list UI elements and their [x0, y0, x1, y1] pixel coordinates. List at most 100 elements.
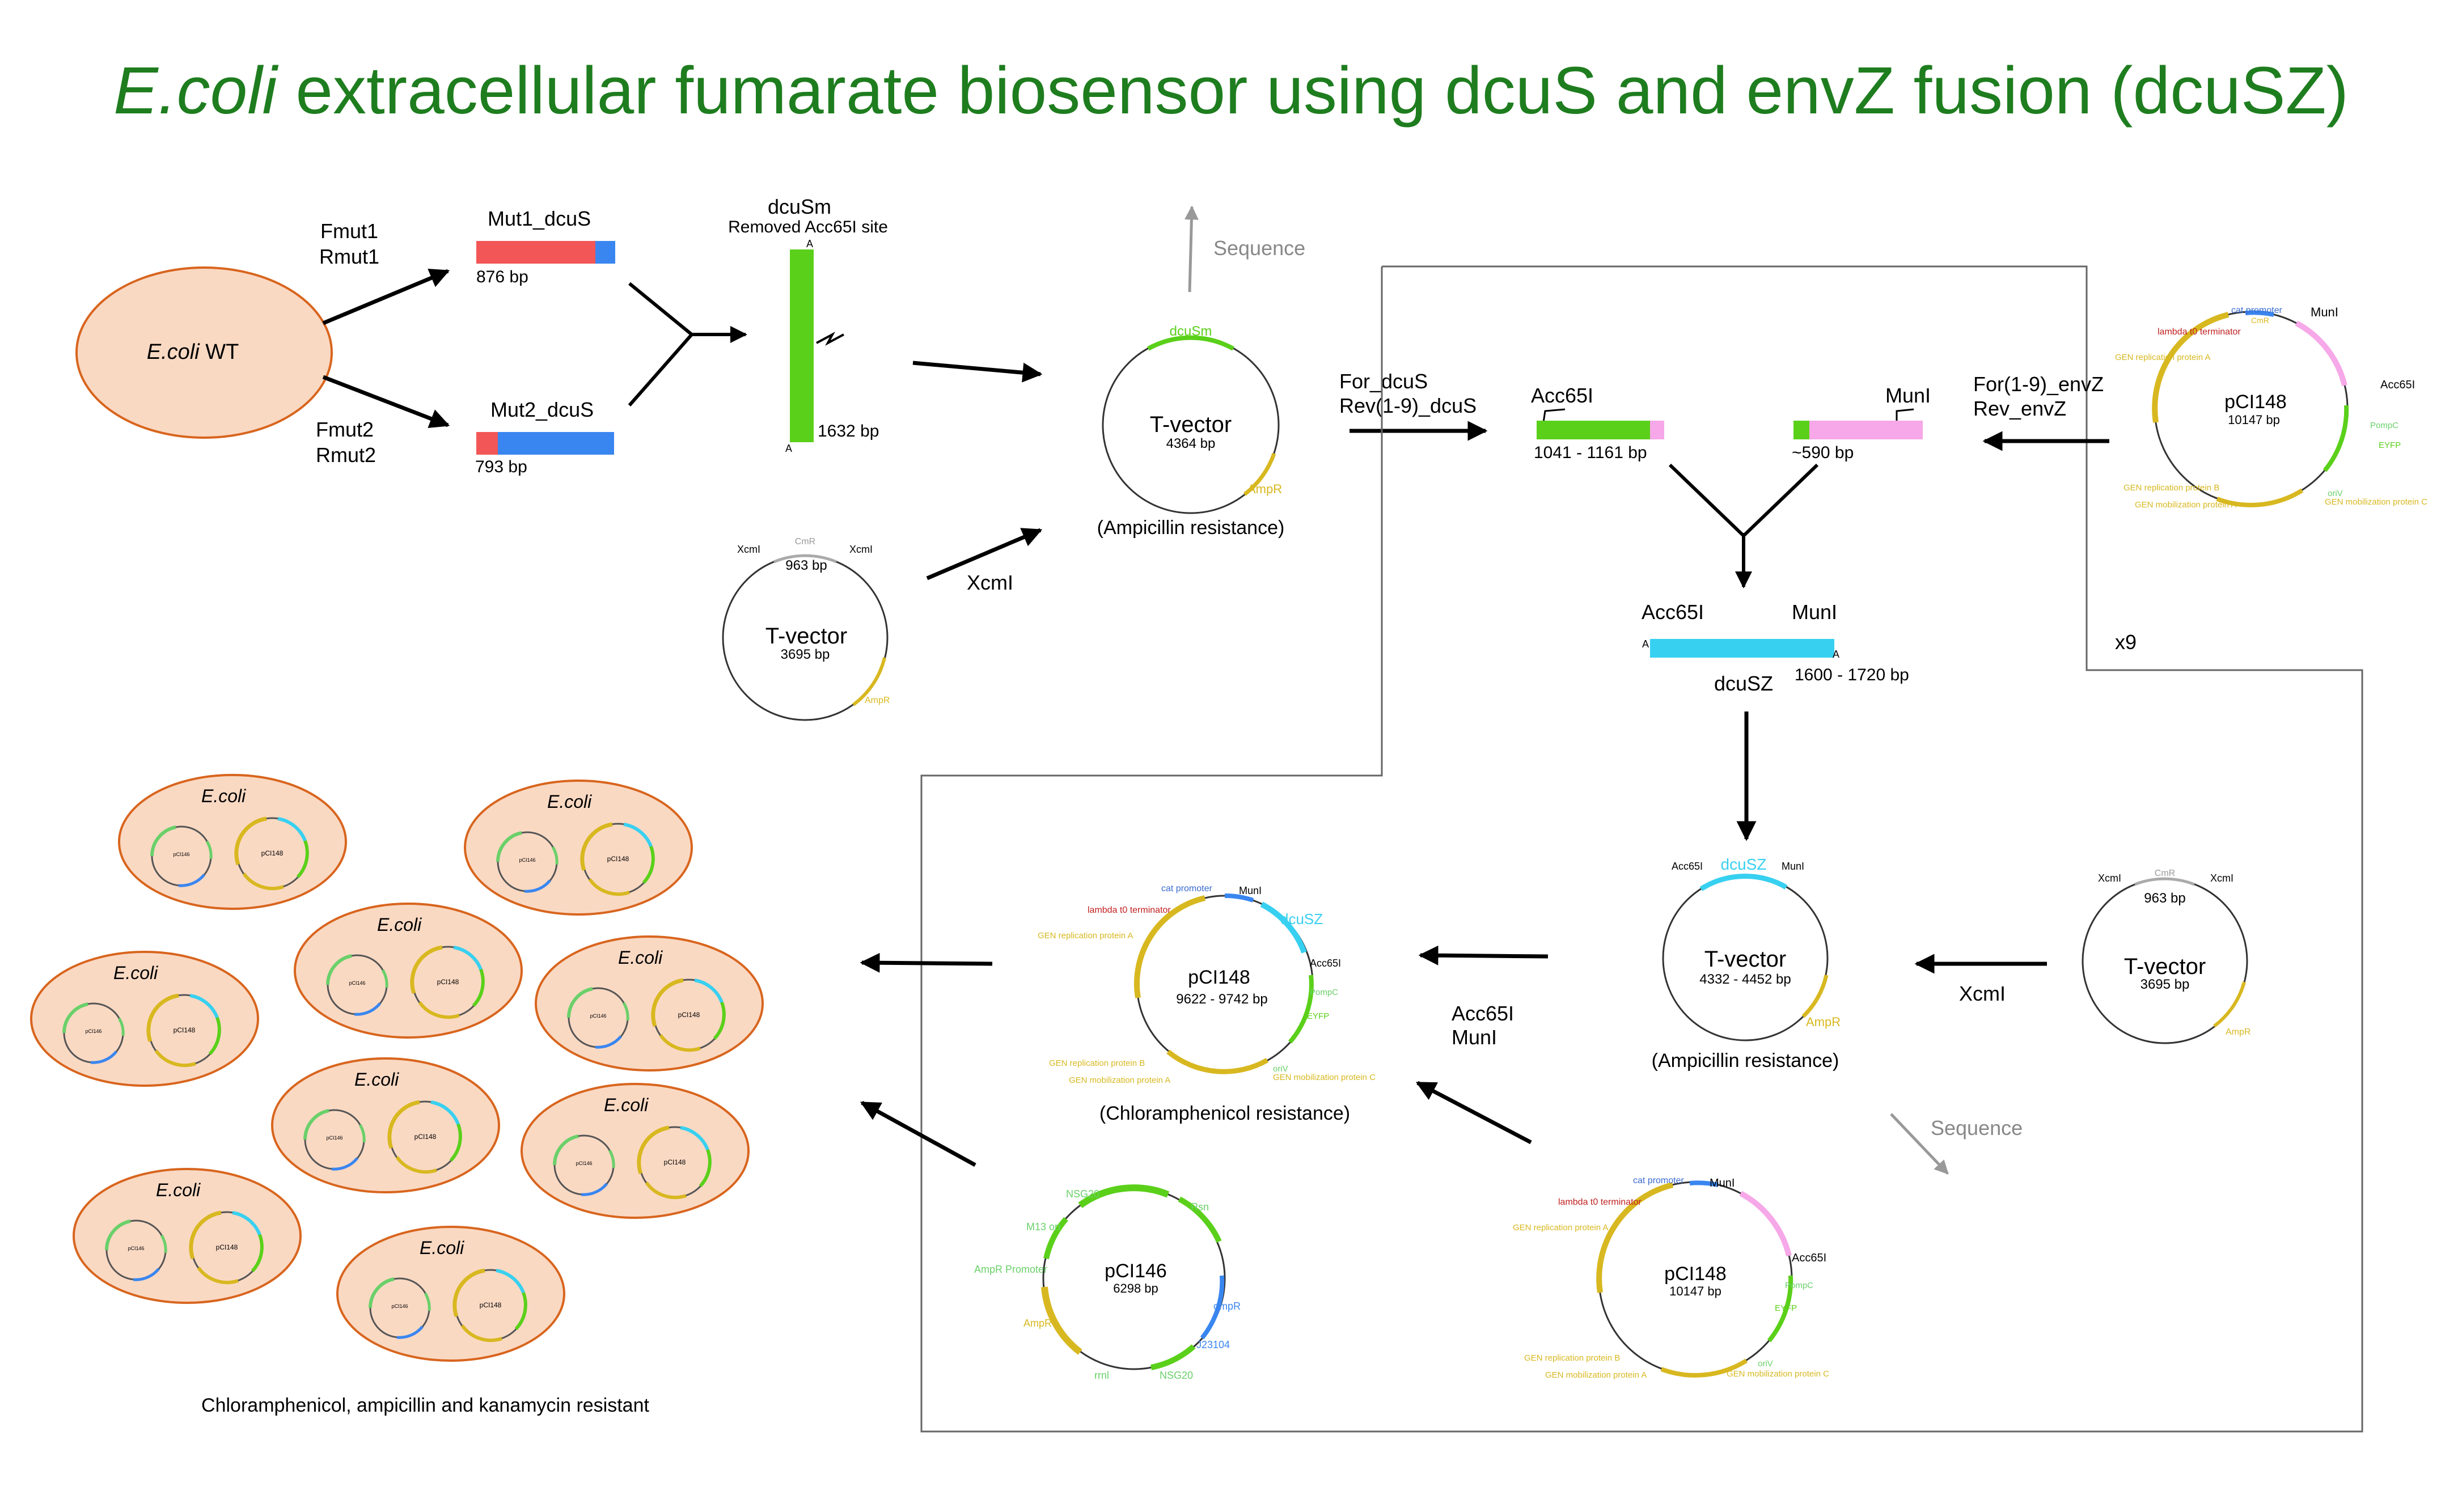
pci148-bottom-f10: oriV [1758, 1359, 1773, 1369]
tvector3-size: 3695 bp [2140, 977, 2190, 992]
frag-dcus-site: Acc65I [1531, 384, 1593, 407]
ecoli-wt-organism: E.coli [147, 340, 200, 364]
tvector-dcusz-name: T-vector [1704, 947, 1786, 972]
mini-plasmid-pci146-label: pCI146 [128, 1246, 144, 1251]
pci146-f8: ompR [1213, 1301, 1241, 1312]
merge-lines-1 [628, 282, 695, 406]
frag-envz-size: ~590 bp [1792, 443, 1854, 462]
tvector3-site-left: XcmI [2098, 873, 2121, 884]
tvector1-ampr: AmpR [865, 696, 890, 705]
pci146-f1: Rsn [1191, 1201, 1209, 1213]
dcusm-label: dcuSm [768, 195, 831, 218]
tvector-dcusz-resistance: (Ampicillin resistance) [1652, 1050, 1839, 1071]
ecoli-cell-label: E.coli [618, 947, 663, 968]
pci148-bottom-f3: lambda t0 terminator [1558, 1197, 1642, 1207]
title-organism: E.coli [113, 53, 277, 128]
tvector1-cmr-size: 963 bp [785, 558, 827, 573]
tvector-dcusz-insert: dcuSZ [1721, 855, 1767, 873]
primer-rev-dcus: Rev(1-9)_dcuS [1339, 394, 1477, 417]
ecoli-cell-label: E.coli [547, 791, 592, 812]
tvector-dcusm-resistance: (Ampicillin resistance) [1097, 517, 1285, 539]
pci146-name: pCI146 [1105, 1260, 1167, 1282]
final-note: Chloramphenicol, ampicillin and kanamyci… [201, 1395, 649, 1416]
pci148-dcusz-insert: dcuSZ [1280, 910, 1323, 927]
pci148-bottom-f4: GEN replication protein A [1513, 1223, 1608, 1233]
pci148-f2: MunI [2311, 305, 2338, 319]
ecoli-cell-label: E.coli [113, 963, 158, 983]
tvector1-cmr: CmR [795, 537, 815, 547]
fragment-mut1-dcus: Mut1_dcuS 876 bp [476, 207, 615, 286]
fragment-mut2-dcus: Mut2_dcuS 793 bp [475, 398, 614, 476]
dcusm-size: 1632 bp [818, 422, 879, 441]
pci148-bottom-f11: GEN mobilization protein C [1727, 1369, 1829, 1379]
fragment-dcus-acc65i: Acc65I 1041 - 1161 bp [1531, 384, 1664, 462]
xcmi-label-1: XcmI [967, 571, 1013, 594]
enzyme-acc65i: Acc65I [1452, 1002, 1514, 1025]
pci146-size: 6298 bp [1113, 1281, 1158, 1295]
ecoli-wt-cell: E.coli WT [75, 266, 333, 439]
plasmid-pci148-dcusz: pCI148 9622 - 9742 bp dcuSZ cat promoter… [1038, 884, 1376, 1124]
mini-plasmid-pci146-label: pCI146 [173, 852, 189, 857]
pci148-dcusz-f2: MunI [1239, 885, 1262, 896]
ecoli-cell-label: E.coli [377, 914, 422, 935]
mut2-size: 793 bp [475, 458, 527, 476]
plasmid-tvector-dcusm: dcuSm T-vector 4364 bp AmpR (Ampicillin … [1097, 324, 1285, 539]
primer-for-envz: For(1-9)_envZ [1973, 372, 2104, 396]
pci148-bottom-f9: GEN mobilization protein A [1545, 1370, 1647, 1380]
mini-plasmid-pci146-label: pCI146 [349, 980, 365, 986]
ecoli-cell-label: E.coli [156, 1180, 201, 1200]
pci148-dcusz-f9: GEN mobilization protein A [1069, 1075, 1170, 1085]
arrow-sequence-1 [1184, 205, 1199, 293]
mini-plasmid-pci146-label: pCI146 [576, 1161, 592, 1166]
primer-fmut1: Fmut1 [320, 219, 378, 243]
tvector-dcusm-name: T-vector [1150, 412, 1232, 437]
tvector-dcusz-size: 4332 - 4452 bp [1699, 972, 1791, 987]
pci148-bottom-f6: PompC [1785, 1281, 1813, 1290]
mini-plasmid-pci146-label: pCI146 [590, 1013, 606, 1019]
arrow-transform-1 [860, 952, 993, 973]
pci148-f4: GEN replication protein A [2115, 353, 2210, 362]
arrow-subclone-2 [1415, 1081, 1532, 1145]
pci148-name: pCI148 [2224, 391, 2287, 413]
fragment-envz-muni: MunI ~590 bp [1792, 384, 1931, 462]
arrow-pcr1 [322, 269, 450, 325]
plasmid-tvector-1: CmR 963 bp XcmI XcmI T-vector 3695 bp Am… [722, 537, 890, 721]
tvector3-cmr: CmR [2155, 869, 2175, 878]
mut1-size: 876 bp [476, 268, 528, 286]
dcusm-end-bottom: A [785, 443, 792, 454]
mini-plasmid-pci146-label: pCI146 [391, 1303, 408, 1309]
svg-text:E.coli WT: E.coli WT [147, 340, 239, 364]
pci146-f4: AmpR [1023, 1318, 1052, 1329]
frag-dcus-size: 1041 - 1161 bp [1534, 443, 1647, 462]
pci146-f2: M13 ori [1026, 1221, 1060, 1233]
workflow-outline [920, 265, 2363, 1433]
arrow-ligation-1 [912, 361, 1043, 383]
pci148-bottom-f8: GEN replication protein B [1524, 1353, 1620, 1363]
pci148-f8: GEN replication protein B [2123, 483, 2219, 493]
pci148-f11: GEN mobilization protein C [2325, 497, 2427, 507]
pci148-dcusz-f11: GEN mobilization protein C [1273, 1073, 1376, 1082]
pci148-f9: GEN mobilization protein A [2135, 500, 2236, 510]
arrow-transform-2 [860, 1100, 976, 1167]
tvector1-site-right: XcmI [849, 544, 873, 555]
pci148-f0: cat promoter [2231, 306, 2282, 315]
pci148-bottom-size: 10147 bp [1669, 1284, 1721, 1298]
pci146-f5: rrnl [1094, 1370, 1109, 1381]
page-title: E.coli extracellular fumarate biosensor … [0, 52, 2462, 129]
pci148-dcusz-f8: GEN replication protein B [1049, 1058, 1145, 1068]
pci148-f7: EYFP [2379, 441, 2401, 450]
pci148-dcusz-f0: cat promoter [1161, 884, 1212, 893]
tvector3-site-right: XcmI [2210, 873, 2233, 884]
pci148-f3: lambda t0 terminator [2158, 327, 2241, 337]
dcusz-name: dcuSZ [1714, 672, 1773, 695]
xcmi-label-2: XcmI [1959, 982, 2006, 1005]
primer-rev-envz: Rev_envZ [1973, 397, 2066, 420]
pci148-dcusz-size: 9622 - 9742 bp [1176, 992, 1267, 1007]
pci148-f5: Acc65I [2380, 379, 2415, 391]
